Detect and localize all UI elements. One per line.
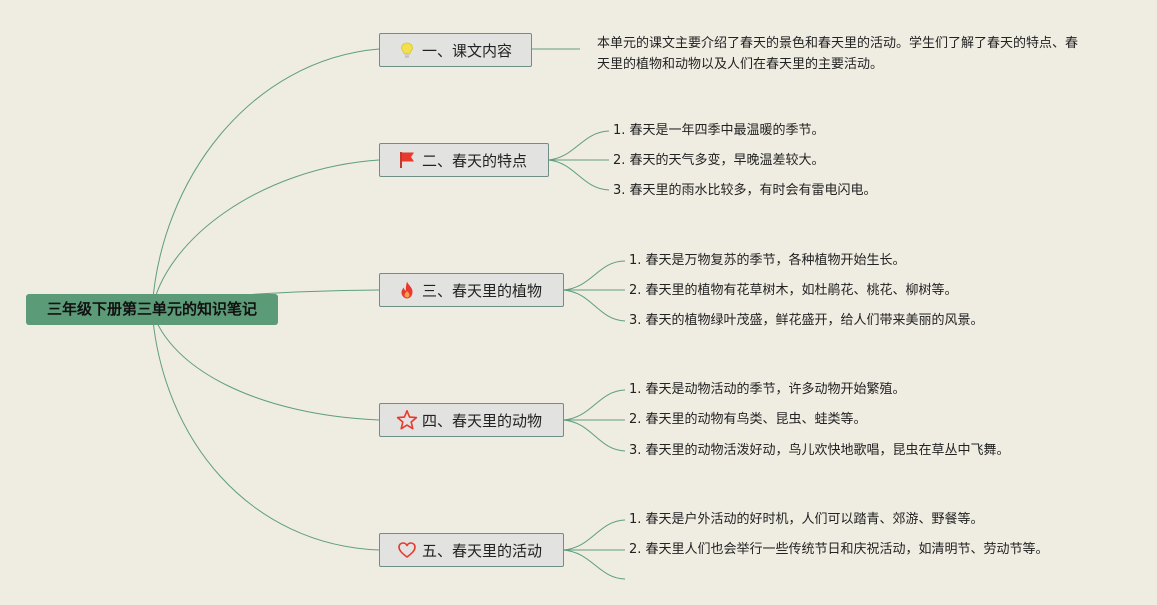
- topic-3-label: 三、春天里的植物: [422, 281, 543, 300]
- topic-4[interactable]: 四、春天里的动物: [379, 403, 564, 437]
- topic-4-item-2: 2. 春天里的动物有鸟类、昆虫、蛙类等。: [629, 412, 867, 427]
- connector-root-topic-5: [151, 309, 380, 551]
- topic-4-item-3: 3. 春天里的动物活泼好动，鸟儿欢快地歌唱，昆虫在草丛中飞舞。: [629, 443, 1010, 458]
- star-icon: [396, 409, 418, 431]
- fire-icon: [396, 279, 418, 301]
- topic-3-item-1: 1. 春天是万物复苏的季节，各种植物开始生长。: [629, 253, 906, 268]
- topic-5-item-2: 2. 春天里人们也会举行一些传统节日和庆祝活动，如清明节、劳动节等。: [629, 542, 1049, 557]
- connector-root-topic-1: [151, 48, 380, 311]
- topic-1[interactable]: 一、课文内容: [379, 33, 532, 67]
- connector-topic-4-item-3: [562, 419, 626, 452]
- connector-root-topic-2: [151, 159, 380, 311]
- topic-2[interactable]: 二、春天的特点: [379, 143, 549, 177]
- topic-5-item-1: 1. 春天是户外活动的好时机，人们可以踏青、郊游、野餐等。: [629, 512, 984, 527]
- lightbulb-icon: [396, 39, 418, 61]
- topic-2-label: 二、春天的特点: [422, 151, 528, 170]
- topic-2-item-1: 1. 春天是一年四季中最温暖的季节。: [613, 123, 825, 138]
- flag-icon: [396, 149, 418, 171]
- connector-topic-3-item-1: [562, 260, 626, 291]
- topic-3-item-3: 3. 春天的植物绿叶茂盛，鲜花盛开，给人们带来美丽的风景。: [629, 313, 984, 328]
- connector-root-topic-4: [151, 309, 380, 421]
- topic-4-item-1: 1. 春天是动物活动的季节，许多动物开始繁殖。: [629, 382, 906, 397]
- connector-topic-4-item-1: [562, 389, 626, 421]
- connector-topic-5-item-3: [562, 549, 626, 580]
- connector-topic-5-item-1: [562, 519, 626, 551]
- topic-5[interactable]: 五、春天里的活动: [379, 533, 564, 567]
- root-topic[interactable]: 三年级下册第三单元的知识笔记: [26, 294, 278, 325]
- topic-5-label: 五、春天里的活动: [422, 541, 543, 560]
- topic-2-item-2: 2. 春天的天气多变，早晚温差较大。: [613, 153, 825, 168]
- topic-1-label: 一、课文内容: [422, 41, 513, 60]
- heart-icon: [396, 539, 418, 561]
- connector-topic-3-item-3: [562, 289, 626, 322]
- connector-topic-2-item-1: [547, 130, 610, 161]
- topic-1-content: 本单元的课文主要介绍了春天的景色和春天里的活动。学生们了解了春天的特点、春天里的…: [597, 36, 1079, 72]
- topic-4-label: 四、春天里的动物: [422, 411, 543, 430]
- topic-2-item-3: 3. 春天里的雨水比较多，有时会有雷电闪电。: [613, 183, 877, 198]
- connector-topic-2-item-3: [547, 159, 610, 191]
- topic-3[interactable]: 三、春天里的植物: [379, 273, 564, 307]
- topic-3-item-2: 2. 春天里的植物有花草树木，如杜鹃花、桃花、柳树等。: [629, 283, 958, 298]
